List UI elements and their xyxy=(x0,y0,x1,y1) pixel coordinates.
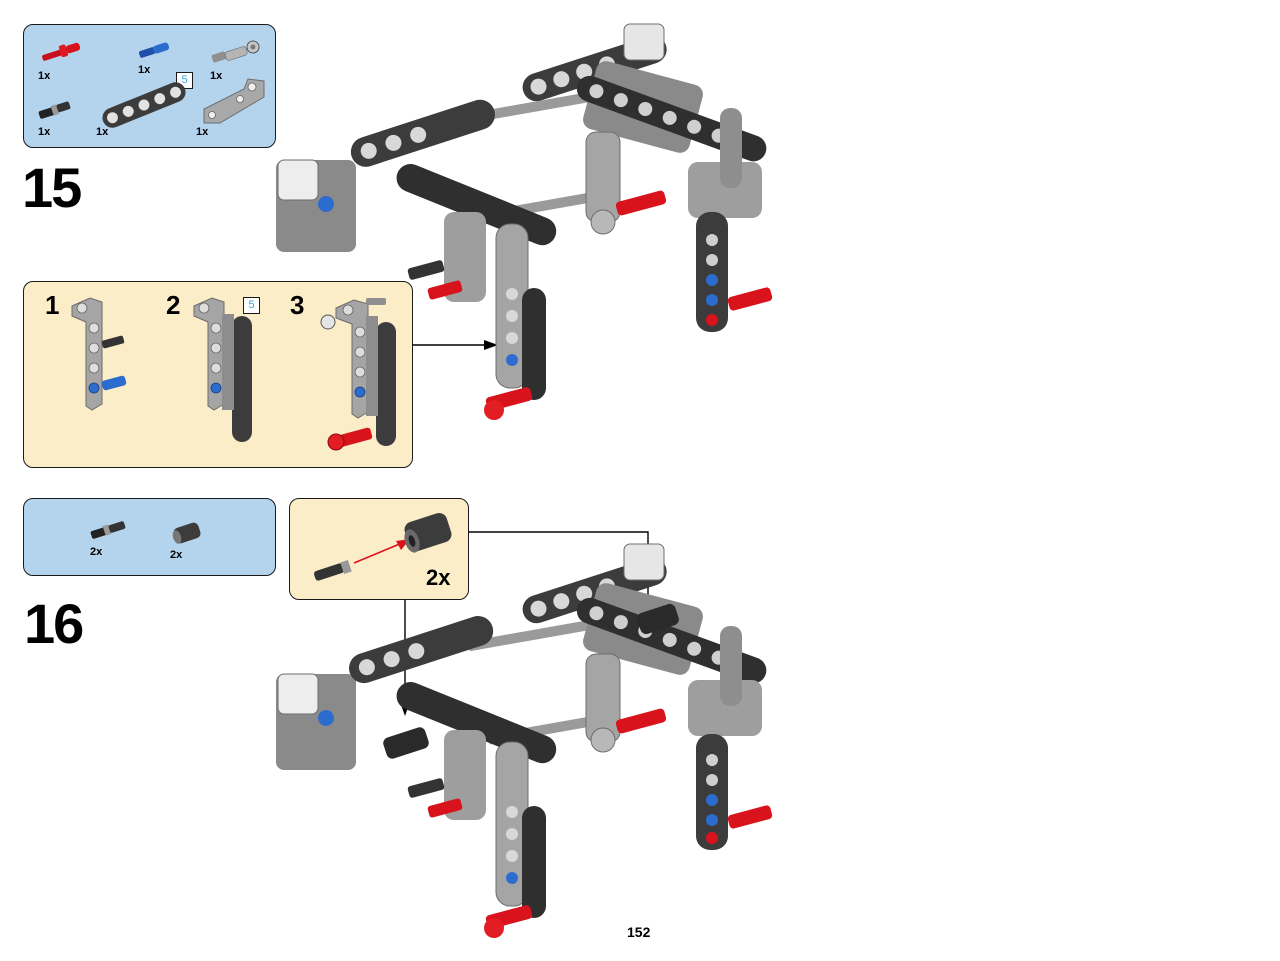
step-15-number: 15 xyxy=(22,156,82,219)
black-friction-pin-icon xyxy=(38,101,71,119)
step-16-parts-panel: 2x 2x xyxy=(23,498,276,576)
placement-arrow xyxy=(412,340,498,350)
bushing-tube-icon xyxy=(172,522,201,544)
light-gray-angle-beam-icon xyxy=(203,78,265,124)
substep-2-number: 2 xyxy=(166,290,181,320)
page-number: 152 xyxy=(627,924,651,940)
callout-qty: 2x xyxy=(426,565,451,590)
step-15-model-illustration xyxy=(276,23,773,420)
step-15-parts-panel: 1x 1x 1x 5 1x 1x 1x xyxy=(23,24,276,148)
part-qty: 2x xyxy=(90,546,103,558)
part-qty: 2x xyxy=(170,549,183,561)
step-15-subassembly-panel: 1 2 5 3 xyxy=(23,281,413,468)
friction-pin-icon xyxy=(90,521,126,539)
step-16-model-illustration xyxy=(276,543,773,938)
substep-2-illustration xyxy=(193,297,252,442)
part-qty: 1x xyxy=(138,64,151,76)
part-qty: 1x xyxy=(38,70,51,82)
substep-3-number: 3 xyxy=(290,290,305,320)
part-qty: 1x xyxy=(210,70,223,82)
substep-1-illustration xyxy=(71,297,127,411)
part-qty: 1x xyxy=(38,126,51,138)
length-indicator: 5 xyxy=(243,297,260,314)
blue-axle-pin-icon xyxy=(138,42,170,58)
step-16-callout-panel: 2x xyxy=(289,498,469,600)
part-qty: 1x xyxy=(196,126,209,138)
part-qty: 1x xyxy=(96,126,109,138)
gray-axle-connector-icon xyxy=(211,40,260,63)
red-axle-pin-icon xyxy=(42,42,81,61)
dark-gray-beam-5-icon xyxy=(102,82,186,128)
step-16-number: 16 xyxy=(24,592,84,655)
substep-3-illustration xyxy=(320,298,396,451)
substep-1-number: 1 xyxy=(45,290,60,320)
pin-insert-illustration xyxy=(313,513,452,581)
